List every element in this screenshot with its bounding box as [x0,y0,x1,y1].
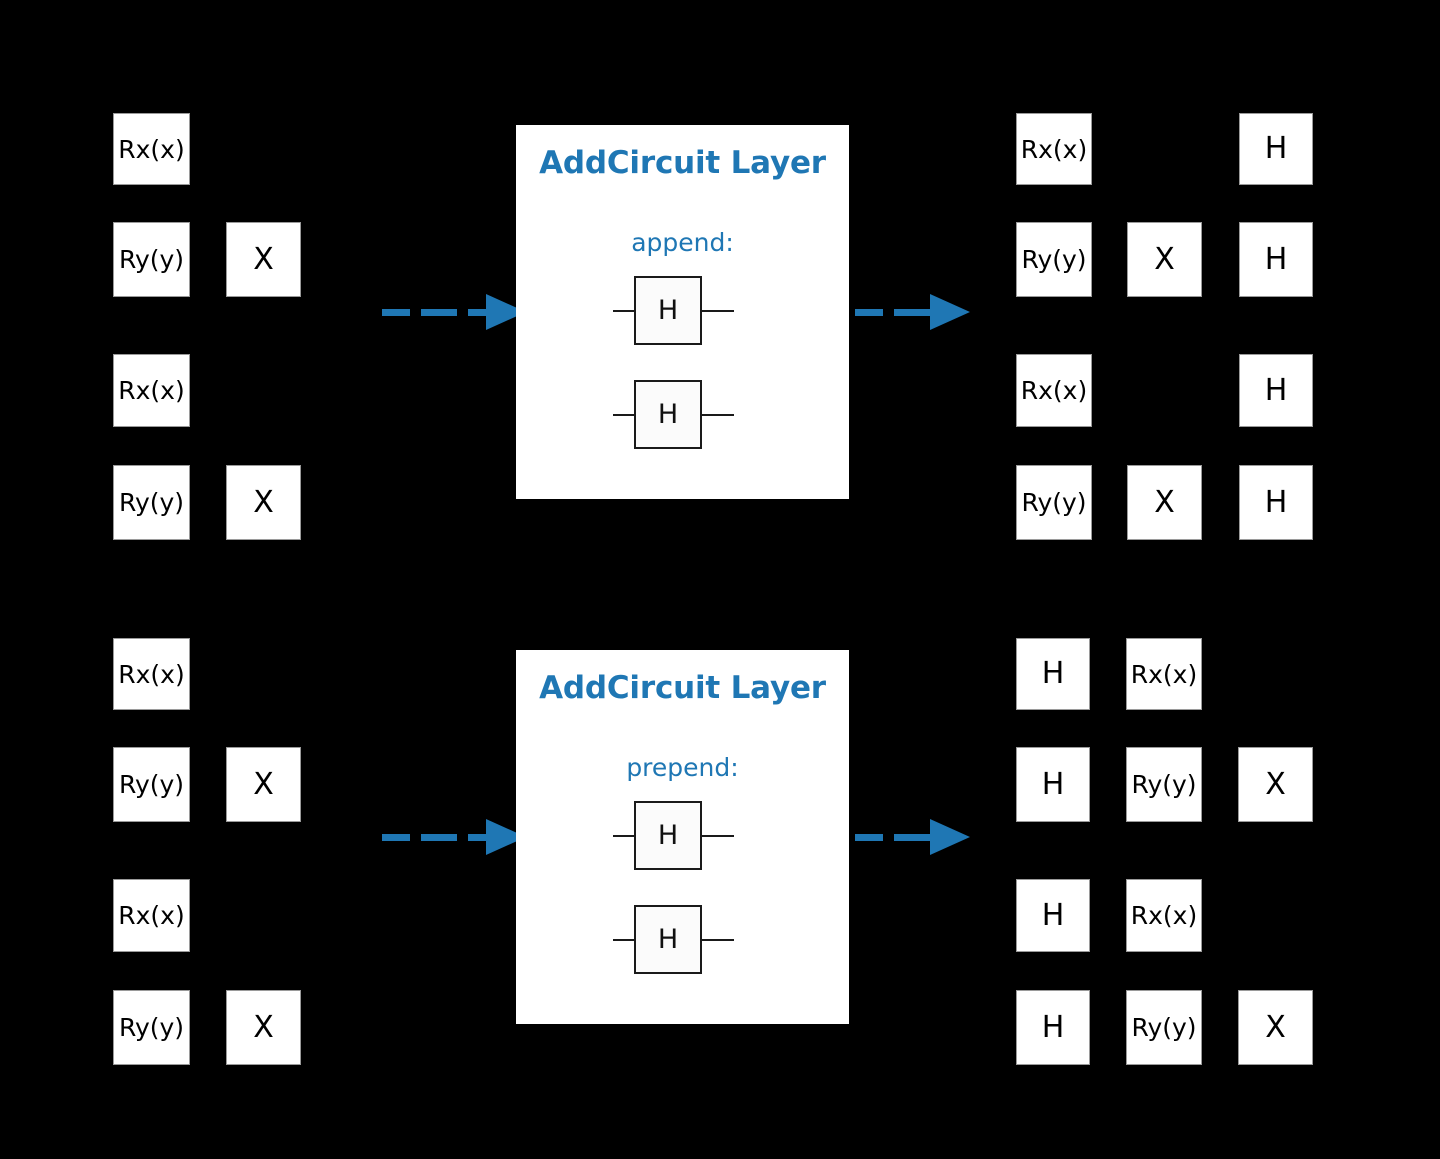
arrow-dash-segment [855,308,883,316]
gate-h: H [634,801,702,870]
arrow-head-icon [930,819,970,855]
arrow-input-to-layer-prepend [382,819,526,855]
arrow-dash-segment [468,833,486,841]
gate-x: X [1238,990,1313,1065]
gate-rx: Rx(x) [1126,879,1202,952]
gate-x: X [1127,222,1202,297]
gate-rx: Rx(x) [113,113,190,185]
gate-ry: Ry(y) [1126,747,1202,822]
wire-right [702,938,734,941]
subcircuit-gate-row: H [613,276,734,345]
gate-ry: Ry(y) [113,465,190,540]
subcircuit-gate-row: H [613,380,734,449]
addcircuit-layer-panel-prepend: AddCircuit Layer prepend: H H [516,650,849,1024]
gate-ry: Ry(y) [113,747,190,822]
arrow-dash-segment [894,308,930,316]
gate-x: X [1238,747,1313,822]
arrow-layer-to-output-append [855,294,970,330]
panel-title: AddCircuit Layer [539,145,826,181]
gate-h: H [1016,747,1090,822]
gate-rx: Rx(x) [113,354,190,427]
arrow-layer-to-output-prepend [855,819,970,855]
arrow-input-to-layer-append [382,294,526,330]
gate-rx: Rx(x) [1016,354,1092,427]
gate-h: H [634,276,702,345]
gate-rx: Rx(x) [113,638,190,710]
gate-rx: Rx(x) [1016,113,1092,185]
gate-x: X [226,222,301,297]
gate-ry: Ry(y) [1016,222,1092,297]
gate-h: H [1239,222,1313,297]
wire-left [613,309,634,312]
gate-h: H [1016,879,1090,952]
gate-h: H [1239,113,1313,185]
gate-h: H [1016,638,1090,710]
arrow-dash-segment [382,308,410,316]
wire-left [613,938,634,941]
gate-h: H [1016,990,1090,1065]
wire-right [702,309,734,312]
arrow-dash-segment [894,833,930,841]
gate-h: H [1239,354,1313,427]
gate-h: H [634,380,702,449]
gate-h: H [1239,465,1313,540]
arrow-dash-segment [855,833,883,841]
gate-ry: Ry(y) [1016,465,1092,540]
gate-ry: Ry(y) [1126,990,1202,1065]
arrow-dash-segment [382,833,410,841]
gate-x: X [1127,465,1202,540]
gate-x: X [226,747,301,822]
arrow-dash-segment [468,308,486,316]
wire-left [613,834,634,837]
wire-left [613,413,634,416]
gate-h: H [634,905,702,974]
gate-x: X [226,465,301,540]
gate-rx: Rx(x) [113,879,190,952]
addcircuit-layer-panel-append: AddCircuit Layer append: H H [516,125,849,499]
gate-rx: Rx(x) [1126,638,1202,710]
subcircuit-gate-row: H [613,801,734,870]
panel-mode-label: append: [631,228,734,257]
subcircuit-gate-row: H [613,905,734,974]
gate-x: X [226,990,301,1065]
panel-mode-label: prepend: [626,753,739,782]
arrow-head-icon [930,294,970,330]
gate-ry: Ry(y) [113,990,190,1065]
arrow-dash-segment [421,833,457,841]
arrow-dash-segment [421,308,457,316]
wire-right [702,413,734,416]
wire-right [702,834,734,837]
gate-ry: Ry(y) [113,222,190,297]
panel-title: AddCircuit Layer [539,670,826,706]
